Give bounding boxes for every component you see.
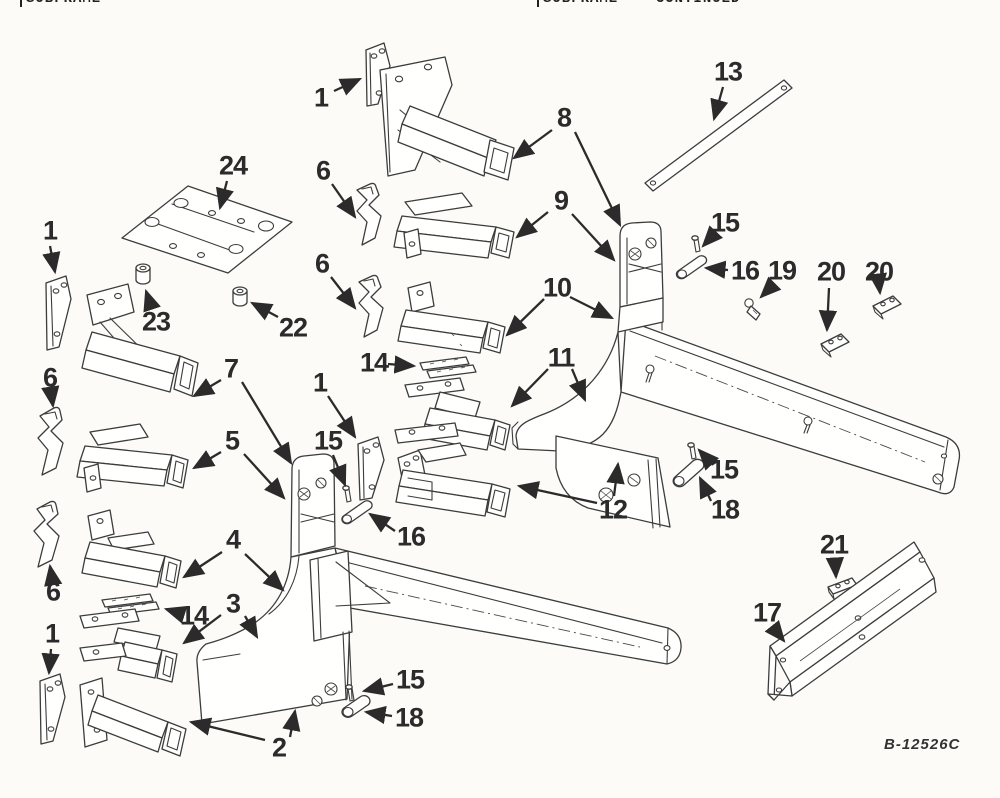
part-16-pin-top-right xyxy=(675,255,708,280)
callout-18-bottom: 18 xyxy=(394,702,424,733)
callout-13: 13 xyxy=(713,56,743,87)
callout-4: 4 xyxy=(225,524,241,555)
part-15-pin-mid xyxy=(342,485,352,503)
part-15-pin-right-lower xyxy=(687,442,697,460)
part-1-bracket-far-top xyxy=(45,275,72,351)
callout-8: 8 xyxy=(556,102,572,133)
part-6-clip-far-upper xyxy=(37,406,64,476)
callout-21: 21 xyxy=(819,529,849,560)
part-15-pin-top-right xyxy=(691,235,701,253)
callout-6-far-upper: 6 xyxy=(42,362,58,393)
part-6-clip-far-lower xyxy=(33,500,60,568)
callout-3: 3 xyxy=(225,588,241,619)
callout-16-top-right: 16 xyxy=(730,255,760,286)
callout-16-mid: 16 xyxy=(396,521,426,552)
callout-6-mid-upper: 6 xyxy=(315,155,331,186)
part-24-mounting-plate xyxy=(121,185,293,274)
part-10-support-bracket xyxy=(397,281,506,354)
callout-1-far-top: 1 xyxy=(42,215,58,246)
part-1-bracket-mid-top xyxy=(365,42,391,107)
part-18-pin-right xyxy=(672,458,705,488)
part-13-brace-strap xyxy=(644,79,793,192)
callout-12: 12 xyxy=(598,494,628,525)
left-subframe-weldment xyxy=(196,453,682,725)
part-6-clip-mid-lower xyxy=(358,274,384,338)
part-12-support-bracket xyxy=(395,442,511,518)
part-6-clip-mid-upper xyxy=(356,182,382,246)
callout-1-mid-top: 1 xyxy=(313,82,329,113)
part-22-bushing xyxy=(232,286,248,307)
callout-20-left: 20 xyxy=(816,256,846,287)
callout-19: 19 xyxy=(767,255,797,286)
part-18-pin-bottom xyxy=(341,694,371,719)
callout-23: 23 xyxy=(141,306,171,337)
figure-code: B-12526C xyxy=(884,736,961,753)
part-1-bracket-far-bottom xyxy=(39,673,66,745)
callout-11: 11 xyxy=(547,342,576,373)
part-21-plate xyxy=(827,577,858,600)
part-8-support-bracket xyxy=(379,56,515,181)
callout-15-mid: 15 xyxy=(313,425,343,456)
callout-24: 24 xyxy=(218,150,248,181)
callout-10: 10 xyxy=(542,272,572,303)
callout-15-bottom: 15 xyxy=(395,664,425,695)
part-9-support-bracket xyxy=(393,192,515,259)
callout-18-right: 18 xyxy=(710,494,740,525)
callout-arrows xyxy=(41,77,887,742)
callout-1-far-bottom: 1 xyxy=(44,618,60,649)
callout-15-top-right: 15 xyxy=(710,207,740,238)
part-15-pin-bottom xyxy=(345,684,355,702)
page-header-right: SUBFRAME —CONTINUED xyxy=(537,0,740,7)
callout-14-lower: 14 xyxy=(179,600,209,631)
page-header-left: SUBFRAME xyxy=(20,0,101,7)
part-19-cotter-pin xyxy=(744,298,761,321)
part-2-support-bracket xyxy=(79,677,187,757)
callout-14-upper: 14 xyxy=(359,347,389,378)
callout-7: 7 xyxy=(223,353,239,384)
callout-17: 17 xyxy=(752,597,782,628)
callout-9: 9 xyxy=(553,185,569,216)
part-16-pin-mid xyxy=(341,500,373,525)
right-subframe-weldment xyxy=(511,221,961,529)
part-23-bushing xyxy=(135,263,151,285)
callout-15-right: 15 xyxy=(709,454,739,485)
part-20-plate-left xyxy=(820,333,850,358)
callout-6-far-lower: 6 xyxy=(45,576,61,607)
part-5-support-bracket xyxy=(76,423,189,493)
part-7-support-bracket xyxy=(81,283,199,397)
callout-22: 22 xyxy=(278,312,308,343)
part-17-channel-bar xyxy=(767,541,937,701)
callout-6-mid-lower: 6 xyxy=(314,248,330,279)
part-1-bracket-mid-lower xyxy=(357,436,385,501)
part-11-support-bracket xyxy=(394,377,511,451)
callout-2: 2 xyxy=(271,732,287,763)
part-20-plate-right xyxy=(872,295,902,320)
part-14-shim-upper xyxy=(419,356,477,379)
callout-5: 5 xyxy=(224,425,240,456)
part-4-support-bracket xyxy=(81,509,182,589)
callout-20-right: 20 xyxy=(864,256,894,287)
part-3-support-bracket xyxy=(79,608,178,683)
callout-1-mid-lower: 1 xyxy=(312,367,328,398)
